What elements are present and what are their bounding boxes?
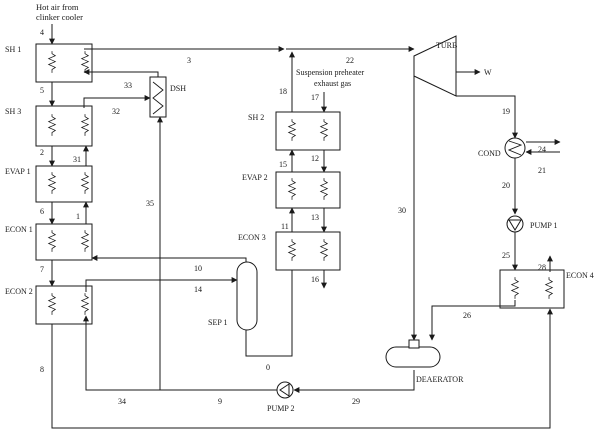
econ1-label: ECON 1	[5, 225, 33, 234]
stream-5: 5	[40, 86, 44, 95]
stream-32: 32	[112, 107, 120, 116]
stream-9: 9	[218, 397, 222, 406]
econ3-box	[275, 231, 341, 271]
pump1-label: PUMP 1	[530, 221, 558, 230]
stream-7: 7	[40, 265, 44, 274]
sh3-box	[35, 105, 93, 147]
stream-0-pipe	[245, 262, 295, 357]
stream-33: 33	[124, 81, 132, 90]
stream-34-pipe	[83, 315, 277, 391]
stream-6: 6	[40, 207, 44, 216]
pump2-label: PUMP 2	[267, 404, 295, 413]
econ4-label: ECON 4	[566, 271, 594, 280]
stream-18: 18	[279, 87, 287, 96]
title-line-2: clinker cooler	[36, 12, 83, 22]
gas-line-1: Suspension preheater	[296, 68, 365, 77]
stream-25: 25	[502, 251, 510, 260]
stream-19: 19	[502, 107, 510, 116]
stream-30: 30	[398, 206, 406, 215]
stream-28: 28	[538, 263, 546, 272]
stream-26-pipe	[429, 300, 516, 341]
econ2-box	[35, 285, 93, 325]
stream-13: 13	[311, 213, 319, 222]
stream-15: 15	[279, 160, 287, 169]
work-label: W	[484, 68, 492, 77]
deaerator-dome	[408, 339, 420, 349]
stream-14-pipe	[85, 277, 238, 292]
stream-10: 10	[194, 264, 202, 273]
evap1-label: EVAP 1	[5, 167, 31, 176]
turb-label: TURB	[436, 41, 457, 50]
stream-10-pipe	[91, 255, 247, 262]
dsh-box	[149, 76, 167, 118]
econ1-box	[35, 223, 93, 261]
stream-17: 17	[311, 93, 319, 102]
stream-24: 24	[538, 145, 546, 154]
stream-4: 4	[40, 28, 44, 37]
stream-8: 8	[40, 365, 44, 374]
condenser	[504, 137, 526, 159]
stream-20: 20	[502, 181, 510, 190]
stream-11: 11	[281, 222, 289, 231]
pump1-triangle	[508, 219, 522, 231]
sh1-label: SH 1	[5, 45, 21, 54]
evap2-box	[275, 171, 341, 209]
condenser-coil	[507, 140, 523, 156]
stream-32-pipe	[83, 95, 151, 108]
stream-35: 35	[146, 199, 154, 208]
sh2-label: SH 2	[248, 113, 264, 122]
title-line-1: Hot air from	[36, 2, 79, 12]
stream-21: 21	[538, 166, 546, 175]
stream-19-pipe	[456, 95, 518, 139]
stream-29-pipe	[293, 370, 415, 393]
deaerator-label: DEAERATOR	[416, 375, 464, 384]
stream-33-pipe	[83, 69, 159, 77]
stream-8-pipe	[51, 308, 553, 429]
sep1-label: SEP 1	[208, 318, 228, 327]
stream-14: 14	[194, 285, 202, 294]
stream-0: 0	[266, 363, 270, 372]
econ2-label: ECON 2	[5, 287, 33, 296]
econ4-box	[499, 269, 565, 309]
stream-3: 3	[187, 56, 191, 65]
cond-label: COND	[478, 149, 501, 158]
sh2-box	[275, 111, 341, 151]
deaerator-vessel	[385, 346, 441, 368]
stream-2: 2	[40, 148, 44, 157]
sh3-label: SH 3	[5, 107, 21, 116]
stream-16: 16	[311, 275, 319, 284]
stream-34: 34	[118, 397, 126, 406]
evap2-label: EVAP 2	[242, 173, 268, 182]
dsh-label: DSH	[170, 84, 186, 93]
gas-line-2: exhaust gas	[314, 79, 351, 88]
stream-12: 12	[311, 154, 319, 163]
stream-22: 22	[346, 56, 354, 65]
econ3-label: ECON 3	[238, 233, 266, 242]
sep1-vessel	[236, 261, 258, 331]
pump2-triangle	[279, 383, 290, 397]
dsh-coil	[152, 81, 164, 115]
stream-29: 29	[352, 397, 360, 406]
stream-26: 26	[463, 311, 471, 320]
evap1-box	[35, 165, 93, 203]
stream-31: 31	[73, 155, 81, 164]
sh1-box	[35, 43, 93, 83]
stream-1: 1	[76, 212, 80, 221]
